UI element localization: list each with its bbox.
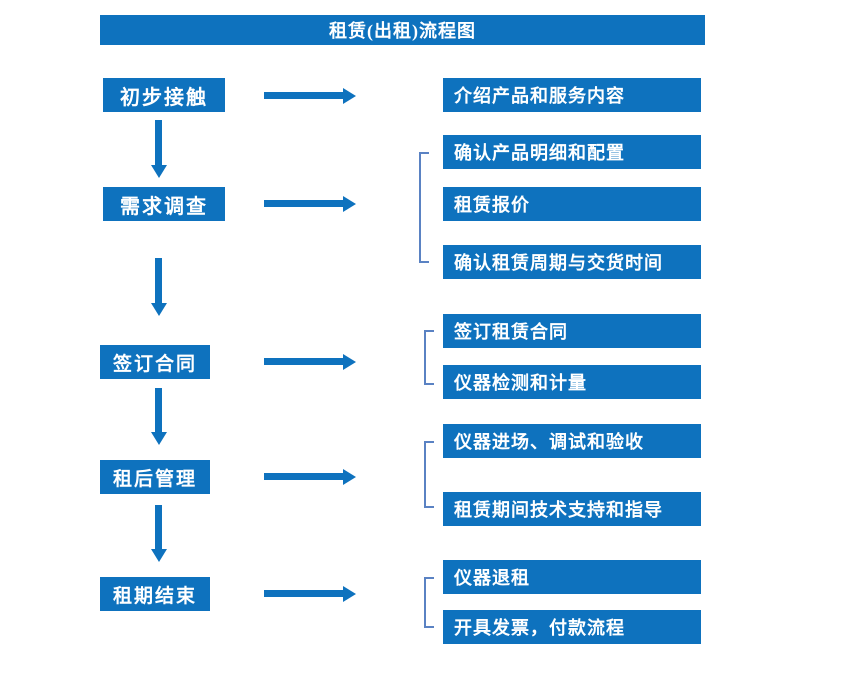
right-arrow-step4 (264, 473, 343, 480)
detail-box-confirm-period-delivery: 确认租赁周期与交货时间 (443, 245, 701, 279)
right-arrow-step2 (264, 200, 343, 207)
down-arrow-step2-step3 (155, 258, 162, 303)
flowchart-title: 租赁(出租)流程图 (329, 21, 476, 41)
detail-box-sign-rental-contract: 签订租赁合同 (443, 314, 701, 348)
down-arrow-step1-step2 (155, 120, 162, 165)
step-box-post-rental-management: 租后管理 (100, 460, 210, 494)
bracket-group-sign-contract (424, 330, 434, 385)
bracket-group-demand-survey (419, 152, 429, 263)
bracket-group-rental-end (424, 577, 434, 628)
detail-box-instrument-testing: 仪器检测和计量 (443, 365, 701, 399)
detail-box-introduce-products: 介绍产品和服务内容 (443, 78, 701, 112)
flowchart-title-bar: 租赁(出租)流程图 (100, 15, 705, 45)
detail-box-invoice-payment: 开具发票，付款流程 (443, 610, 701, 644)
down-arrow-step4-step5 (155, 505, 162, 549)
step-box-rental-end: 租期结束 (100, 577, 210, 611)
detail-box-confirm-product-config: 确认产品明细和配置 (443, 135, 701, 169)
step-box-demand-survey: 需求调查 (103, 187, 225, 221)
detail-box-rental-quotation: 租赁报价 (443, 187, 701, 221)
step-box-sign-contract: 签订合同 (100, 345, 210, 379)
detail-box-technical-support: 租赁期间技术支持和指导 (443, 492, 701, 526)
step-box-initial-contact: 初步接触 (103, 78, 225, 112)
detail-box-instrument-entry-acceptance: 仪器进场、调试和验收 (443, 424, 701, 458)
right-arrow-step5 (264, 590, 343, 597)
bracket-group-post-rental (424, 441, 434, 508)
detail-box-instrument-return: 仪器退租 (443, 560, 701, 594)
down-arrow-step3-step4 (155, 388, 162, 432)
right-arrow-step1 (264, 92, 343, 99)
right-arrow-step3 (264, 358, 343, 365)
